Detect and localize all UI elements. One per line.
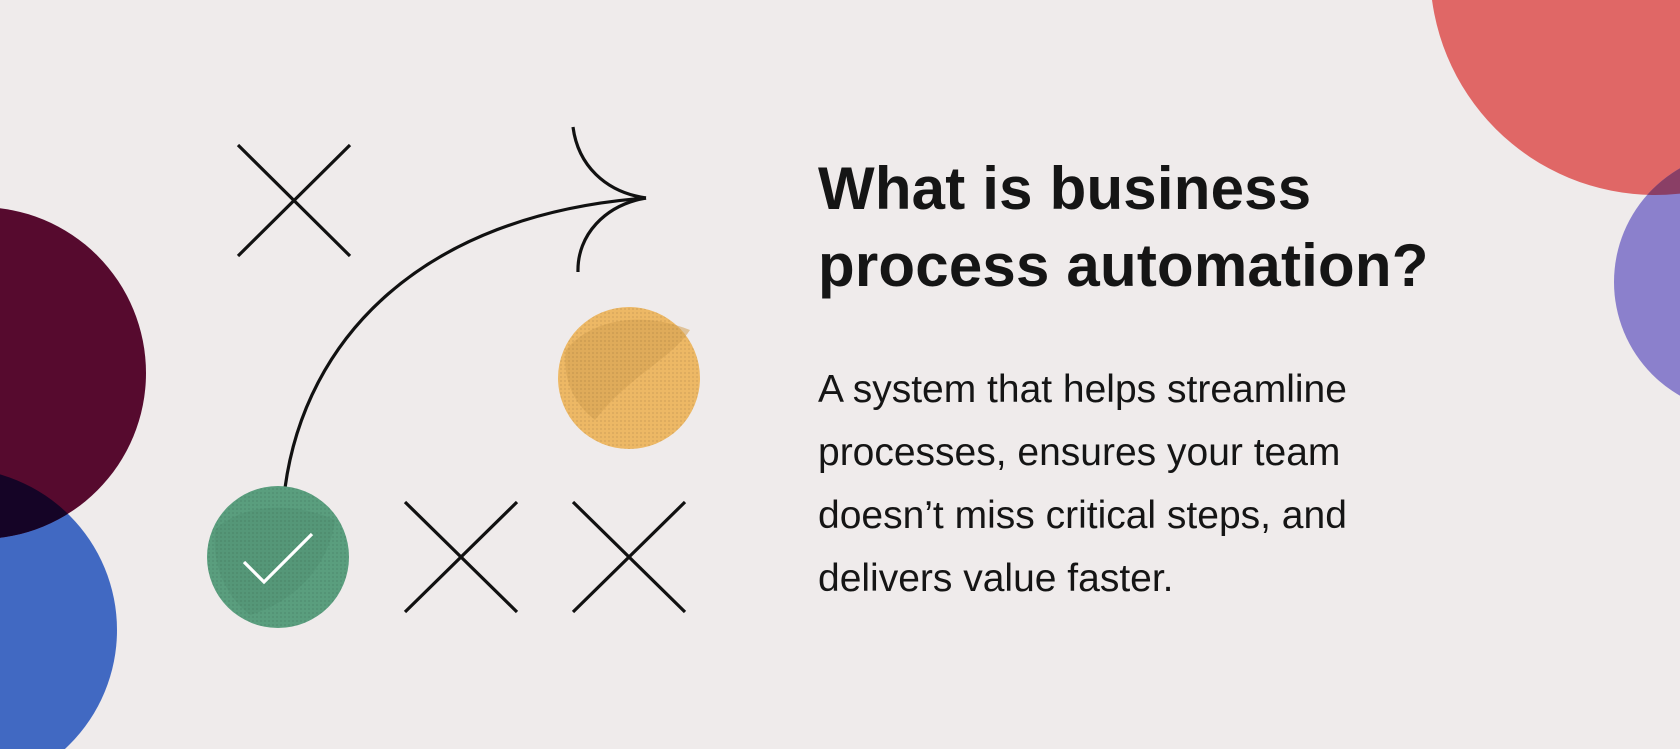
coral-circle [1432, 0, 1680, 195]
description-line-4: delivers value faster. [818, 557, 1174, 600]
description-line-1: A system that helps streamline [818, 368, 1347, 411]
title-line-1: What is business [818, 155, 1312, 222]
title-line-2: process automation? [818, 232, 1429, 299]
x-mark-icon [403, 500, 519, 614]
right-decor-circles [1432, 0, 1680, 396]
description-line-3: doesn’t miss critical steps, and [818, 494, 1347, 537]
green-check-circle [207, 486, 349, 628]
page-title: What is business process automation? [818, 150, 1538, 304]
description: A system that helps streamline processes… [818, 358, 1518, 610]
gold-circle [558, 307, 700, 449]
checkmark-icon [242, 532, 314, 585]
maroon-circle [0, 208, 146, 538]
x-mark-icon [236, 143, 352, 258]
curved-arrow-icon [283, 126, 647, 489]
left-decor-circles [0, 208, 146, 749]
description-line-2: processes, ensures your team [818, 431, 1341, 474]
lavender-circle [1614, 168, 1680, 396]
blue-circle [0, 474, 117, 749]
x-mark-icon [571, 500, 687, 614]
